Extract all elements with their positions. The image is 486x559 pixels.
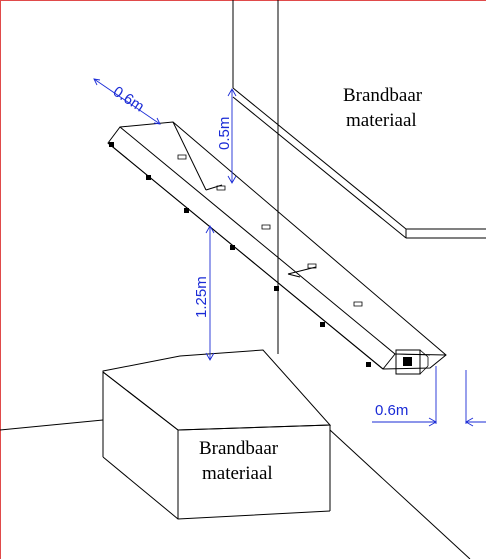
- dimension-width-top: [93, 78, 161, 125]
- dimension-gap-ceiling: [227, 88, 237, 184]
- dimension-gap-side: [372, 366, 486, 427]
- control-unit: [395, 349, 429, 375]
- upper-material-label-line1: Brandbaar: [343, 85, 423, 106]
- lower-material-label-line1: Brandbaar: [199, 438, 279, 459]
- upper-material-label-line2: materiaal: [346, 110, 417, 131]
- dimension-gap-ceiling-label: 0.5m: [216, 117, 233, 150]
- dimension-gap-below: [205, 225, 215, 361]
- room-walls: [0, 0, 471, 559]
- mounting-brackets: [109, 142, 371, 367]
- lower-material-box: [102, 349, 332, 520]
- upper-material-shelf: [232, 87, 486, 239]
- dimension-gap-below-label: 1.25m: [193, 276, 210, 318]
- dimension-width-top-label: 0.6m: [110, 83, 147, 115]
- heater-housing: [107, 121, 447, 370]
- dimension-gap-side-label: 0.6m: [375, 402, 408, 419]
- lower-material-label-line2: materiaal: [202, 463, 273, 484]
